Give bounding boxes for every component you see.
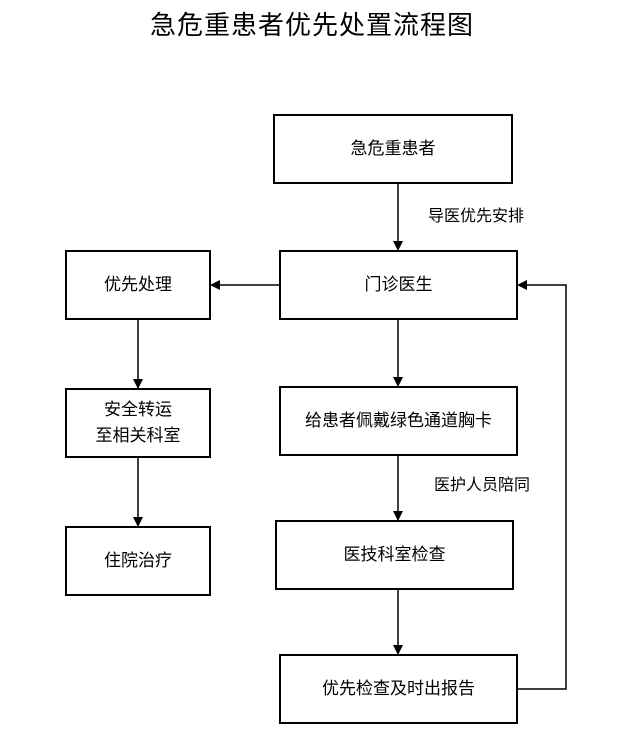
node-safe-transfer-label-line2: 至相关科室 xyxy=(95,426,181,446)
diagram-title: 急危重患者优先处置流程图 xyxy=(149,11,474,41)
node-hospitalization: 住院治疗 xyxy=(65,526,211,596)
node-priority-handle-label: 优先处理 xyxy=(104,275,172,295)
arrow-report-to-doctor-loop xyxy=(517,280,567,690)
node-safe-transfer: 安全转运 至相关科室 xyxy=(65,388,211,458)
node-priority-report-label: 优先检查及时出报告 xyxy=(322,679,475,699)
edge-label-guide-priority: 导医优先安排 xyxy=(428,206,525,225)
node-priority-handle: 优先处理 xyxy=(65,250,211,320)
node-dept-exam-label: 医技科室检查 xyxy=(343,545,446,565)
node-hospitalization-label: 住院治疗 xyxy=(104,551,172,571)
node-green-channel-card: 给患者佩戴绿色通道胸卡 xyxy=(279,386,518,456)
edge-label-staff-accompany: 医护人员陪同 xyxy=(434,475,531,494)
node-outpatient-doctor-label: 门诊医生 xyxy=(364,275,433,295)
node-patient: 急危重患者 xyxy=(273,114,513,184)
node-outpatient-doctor: 门诊医生 xyxy=(279,250,518,320)
node-green-channel-card-label: 给患者佩戴绿色通道胸卡 xyxy=(305,411,492,431)
node-priority-report: 优先检查及时出报告 xyxy=(279,654,518,724)
node-safe-transfer-label-line1: 安全转运 xyxy=(104,400,172,420)
node-patient-label: 急危重患者 xyxy=(350,139,436,159)
node-dept-exam: 医技科室检查 xyxy=(275,520,514,590)
